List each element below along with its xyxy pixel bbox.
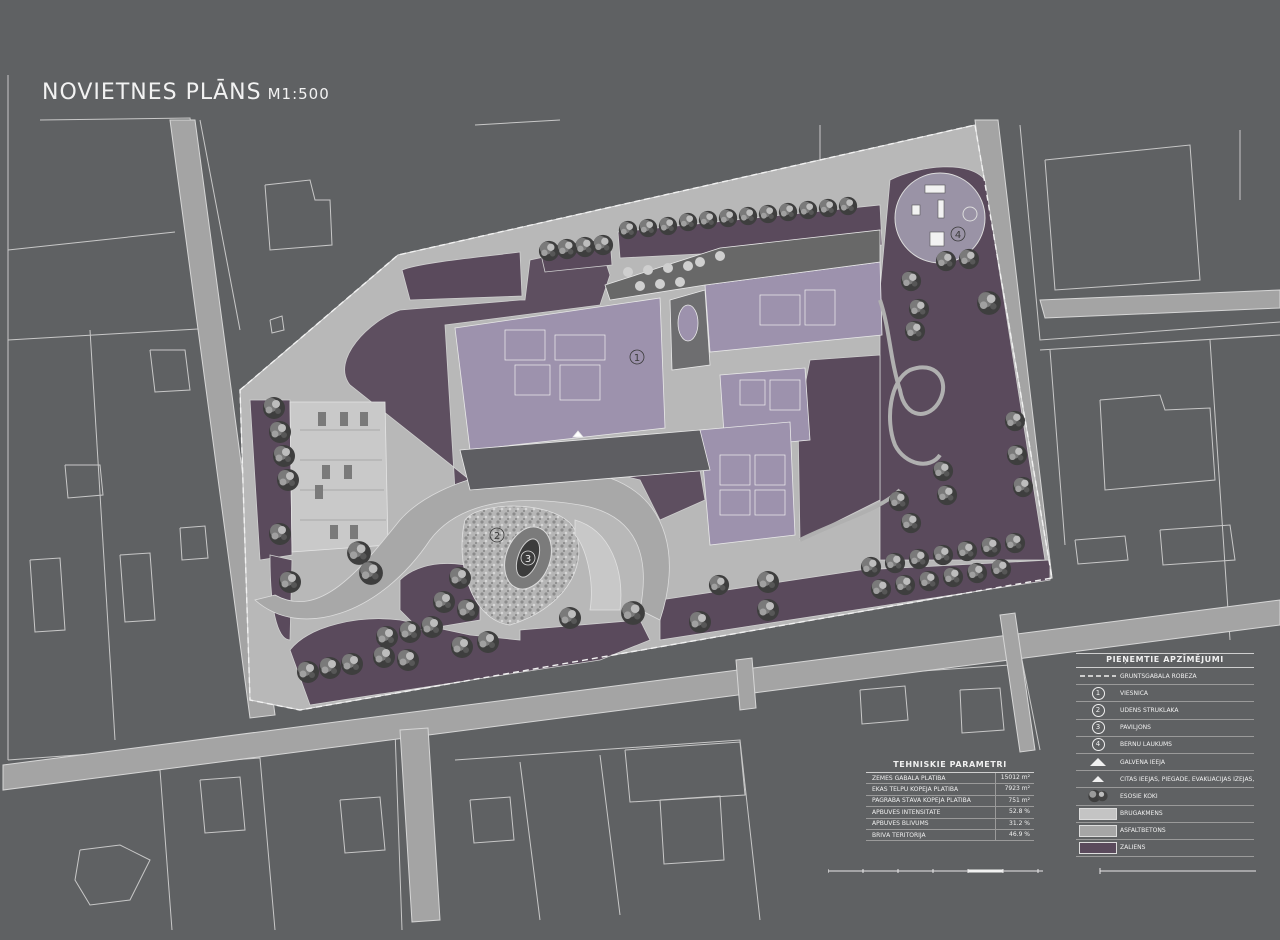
table-row: ĒKAS TELPU KOPĒJĀ PLATĪBA 7923 m² bbox=[866, 784, 1034, 796]
lawn-areas bbox=[249, 166, 1051, 706]
param-value: 52.8 % bbox=[995, 807, 1034, 818]
param-label: ĒKAS TELPU KOPĒJĀ PLATĪBA bbox=[872, 786, 959, 794]
technical-parameters-table: TEHNISKIE PARAMETRI ZEMES GABALA PLATĪBA… bbox=[866, 760, 1034, 842]
other-entrance-icon bbox=[1092, 776, 1104, 783]
param-value: 31.2 % bbox=[995, 818, 1034, 829]
legend: PIEŅEMTIE APZĪMĒJUMI GRUNTSGABALA ROBEŽA… bbox=[1076, 653, 1254, 858]
tree-icon bbox=[1088, 790, 1108, 803]
param-label: APBŪVES BLĪVUMS bbox=[872, 820, 929, 828]
fountain-area bbox=[461, 505, 622, 626]
marker-4-label: 4 bbox=[955, 230, 961, 241]
marker-4: 4 bbox=[950, 226, 966, 242]
legend-item: GRUNTSGABALA ROBEŽA bbox=[1076, 668, 1254, 686]
param-value: 751 m² bbox=[995, 795, 1034, 807]
legend-item: BRUGAKMENS bbox=[1076, 806, 1254, 823]
param-label: BRĪVĀ TERITORIJA bbox=[872, 831, 926, 839]
table-row: APBŪVES INTENSITĀTE 52.8 % bbox=[866, 807, 1034, 819]
legend-item: ZĀLIENS bbox=[1076, 840, 1254, 858]
marker-3: 3 bbox=[520, 550, 536, 566]
asphalt-swatch bbox=[1079, 824, 1117, 837]
param-value: 7923 m² bbox=[995, 784, 1034, 795]
legend-label: GALVENĀ IEEJA bbox=[1120, 758, 1165, 766]
legend-item: ESOŠIE KOKI bbox=[1076, 788, 1254, 806]
marker-2-label: 2 bbox=[494, 531, 500, 542]
legend-label: CITAS IEEJAS, PIEGĀDE, EVAKUĀCIJAS IZEJA… bbox=[1120, 775, 1254, 783]
number-circle-icon: 4 bbox=[1091, 738, 1105, 752]
playground bbox=[894, 172, 986, 264]
dashed-line-icon bbox=[1080, 675, 1116, 677]
legend-label: GRUNTSGABALA ROBEŽA bbox=[1120, 672, 1197, 680]
hotel-building bbox=[454, 229, 883, 546]
legend-label: BRUGAKMENS bbox=[1120, 810, 1163, 818]
legend-label: VIESNĪCA bbox=[1120, 689, 1149, 697]
marker-1-label: 1 bbox=[634, 353, 640, 364]
param-value: 15012 m² bbox=[995, 773, 1034, 784]
table-row: APBŪVES BLĪVUMS 31.2 % bbox=[866, 818, 1034, 830]
page-title-main: NOVIETNES PLĀNS bbox=[42, 80, 262, 105]
param-label: ZEMES GABALA PLATĪBA bbox=[872, 774, 946, 782]
legend-item: 1 VIESNĪCA bbox=[1076, 685, 1254, 703]
legend-item: GALVENĀ IEEJA bbox=[1076, 754, 1254, 772]
table-row: BRĪVĀ TERITORIJA 46.9 % bbox=[866, 829, 1034, 842]
paving-swatch bbox=[1079, 807, 1117, 820]
param-label: PAGRABA STĀVA KOPĒJĀ PLATĪBA bbox=[872, 797, 971, 805]
marker-3-label: 3 bbox=[525, 554, 531, 565]
param-value: 46.9 % bbox=[995, 829, 1034, 841]
legend-label: BĒRNU LAUKUMS bbox=[1120, 741, 1172, 749]
marker-2: 2 bbox=[489, 527, 505, 543]
table-row: ZEMES GABALA PLATĪBA 15012 m² bbox=[866, 773, 1034, 785]
legend-item: ASFALTBETONS bbox=[1076, 823, 1254, 840]
technical-parameters-heading: TEHNISKIE PARAMETRI bbox=[866, 760, 1034, 773]
lawn-swatch bbox=[1079, 841, 1117, 854]
legend-item: 2 ŪDENS STRŪKLAKA bbox=[1076, 702, 1254, 720]
main-entrance-icon bbox=[1090, 758, 1106, 767]
number-circle-icon: 2 bbox=[1091, 703, 1105, 717]
legend-label: ŪDENS STRŪKLAKA bbox=[1120, 706, 1179, 714]
page-title-scale: M1:500 bbox=[267, 85, 330, 103]
legend-label: ASFALTBETONS bbox=[1120, 827, 1166, 835]
neighbour-outlines bbox=[7, 75, 1280, 931]
scale-bar bbox=[828, 868, 1256, 874]
building-number-markers: 1 2 3 4 bbox=[489, 226, 966, 566]
plot-boundary-line bbox=[239, 124, 1053, 711]
table-row: PAGRABA STĀVA KOPĒJĀ PLATĪBA 751 m² bbox=[866, 795, 1034, 808]
legend-item: CITAS IEEJAS, PIEGĀDE, EVAKUĀCIJAS IZEJA… bbox=[1076, 771, 1254, 789]
legend-heading: PIEŅEMTIE APZĪMĒJUMI bbox=[1076, 653, 1254, 668]
parking-area bbox=[289, 401, 389, 553]
page-title: NOVIETNES PLĀNS M1:500 bbox=[42, 80, 330, 105]
legend-label: PAVILJONS bbox=[1120, 724, 1151, 732]
number-circle-icon: 1 bbox=[1091, 686, 1105, 700]
curved-road bbox=[254, 468, 670, 621]
marker-1: 1 bbox=[629, 349, 645, 365]
courtyard-planting bbox=[623, 251, 725, 291]
legend-item: 4 BĒRNU LAUKUMS bbox=[1076, 737, 1254, 754]
legend-item: 3 PAVILJONS bbox=[1076, 720, 1254, 737]
legend-label: ESOŠIE KOKI bbox=[1120, 792, 1158, 800]
legend-label: ZĀLIENS bbox=[1120, 844, 1146, 852]
number-circle-icon: 3 bbox=[1091, 721, 1105, 735]
param-label: APBŪVES INTENSITĀTE bbox=[872, 808, 941, 816]
